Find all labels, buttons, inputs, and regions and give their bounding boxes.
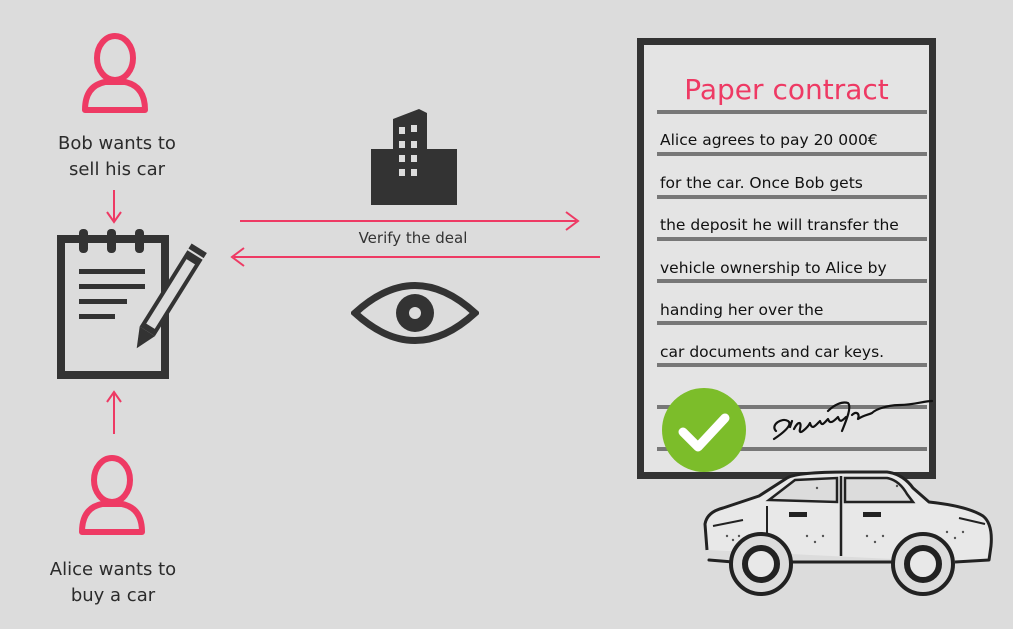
checkmark-icon (662, 388, 746, 472)
alice-to-notepad-arrow (106, 390, 122, 434)
contract-line: car documents and car keys. (660, 343, 885, 361)
contract-line: vehicle ownership to Alice by (660, 259, 887, 277)
alice-label: Alice wants to buy a car (23, 557, 203, 609)
signature-mark (772, 399, 934, 441)
contract-rule (657, 405, 927, 409)
building-icon (371, 109, 457, 205)
contract-rule (657, 363, 927, 367)
arrow-to-notepad (230, 247, 600, 267)
eye-icon (351, 282, 479, 344)
alice-label-line1: Alice wants to (49, 559, 177, 580)
contract-rule (657, 152, 927, 156)
alice-label-line2: buy a car (70, 585, 156, 606)
contract-line: the deposit he will transfer the (660, 216, 899, 234)
contract-rule (657, 110, 927, 114)
bob-label: Bob wants to sell his car (27, 131, 207, 183)
bob-label-line2: sell his car (68, 159, 165, 180)
bob-person-icon (82, 33, 148, 113)
notepad-pencil-icon (57, 229, 207, 379)
contract-title: Paper contract (684, 73, 889, 106)
contract-rule (657, 447, 927, 451)
verify-deal-label: Verify the deal (358, 229, 468, 247)
contract-rule (657, 195, 927, 199)
contract-rule (657, 237, 927, 241)
bob-to-notepad-arrow (106, 190, 122, 224)
arrow-to-contract (240, 211, 580, 231)
bob-label-line1: Bob wants to (58, 133, 176, 154)
contract-rule (657, 279, 927, 283)
contract-line: Alice agrees to pay 20 000€ (660, 131, 878, 149)
paper-contract: Paper contract Alice agrees to pay 20 00… (637, 38, 936, 479)
contract-line: for the car. Once Bob gets (660, 174, 863, 192)
alice-person-icon (79, 455, 145, 535)
car-icon (703, 470, 993, 596)
contract-rule (657, 321, 927, 325)
contract-line: handing her over the (660, 301, 824, 319)
